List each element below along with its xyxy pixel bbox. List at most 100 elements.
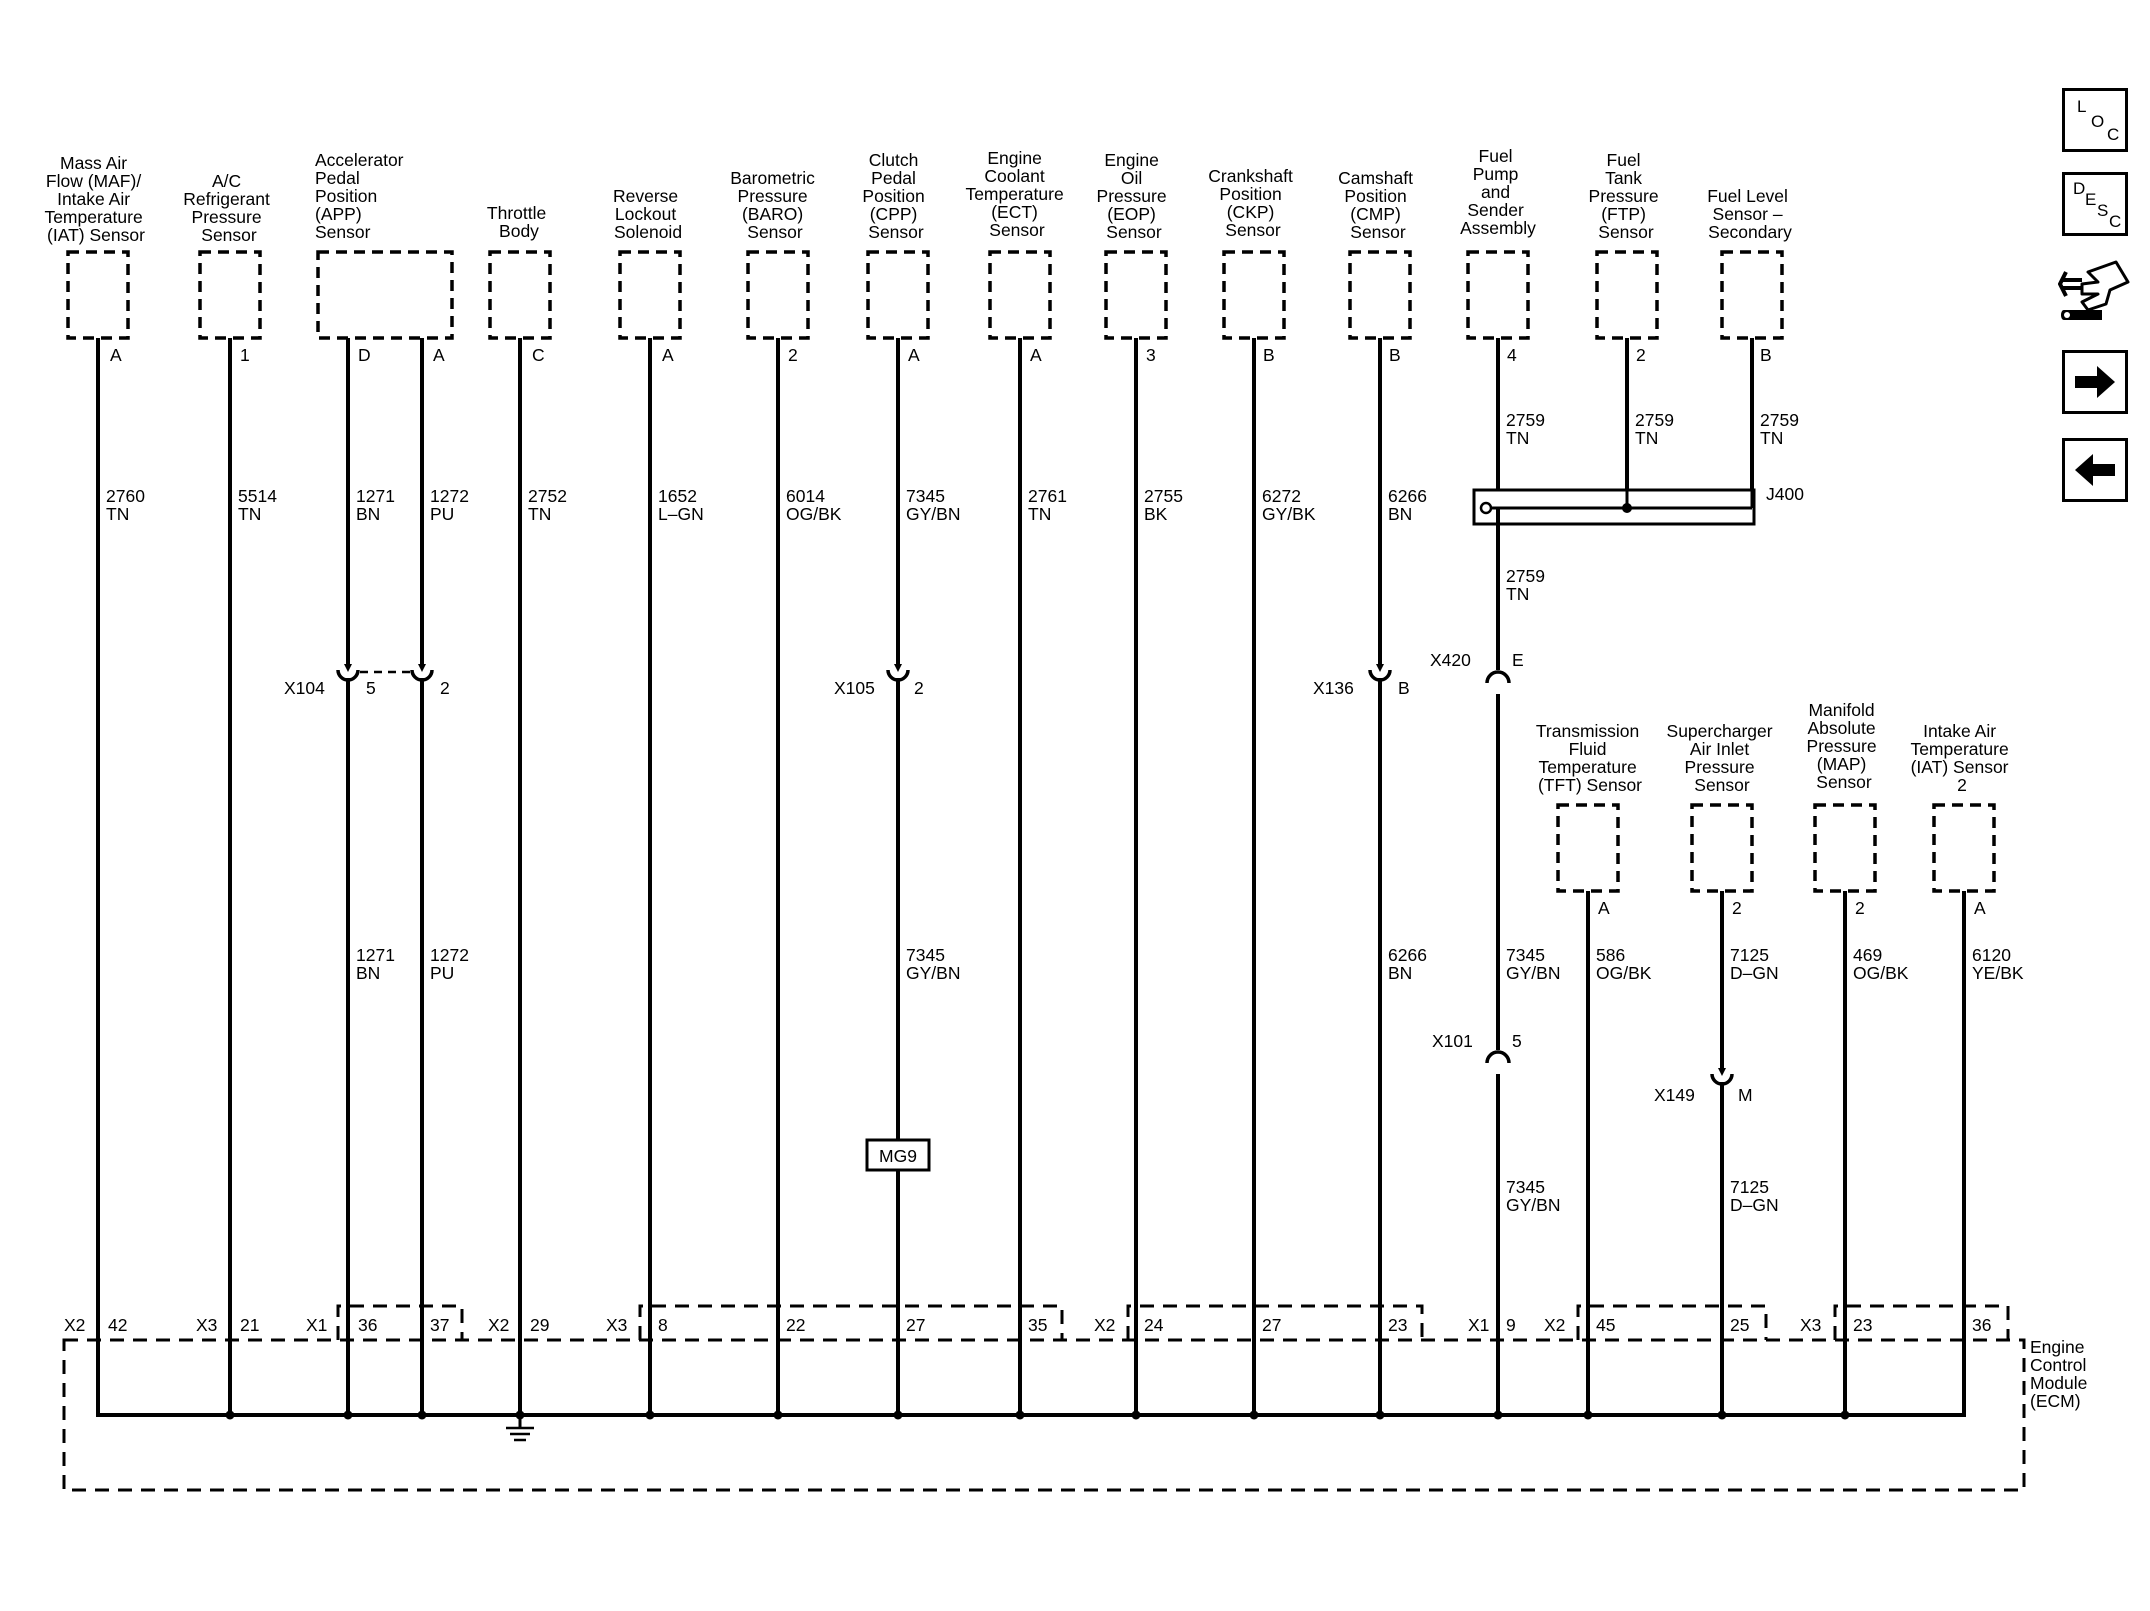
ac-label: A/C Refrigerant Pressure Sensor (183, 171, 274, 245)
reverse-label: Reverse Lockout Solenoid (613, 186, 683, 242)
baro-pin: 2 (788, 345, 798, 365)
ftp-label: Fuel Tank Pressure (FTP) Sensor (1589, 150, 1664, 242)
x149-label: X149 (1654, 1085, 1695, 1105)
description-button[interactable]: D E S C (2062, 172, 2128, 236)
ecm-pin-6: 8 (658, 1315, 668, 1335)
throttle-label: Throttle Body (487, 203, 551, 241)
ecm-module-box (62, 1338, 2026, 1492)
ecm-connector-brackets (336, 1304, 2010, 1340)
component-hand-wrench-icon[interactable] (2057, 258, 2132, 334)
x101-gap (1490, 1050, 1506, 1074)
fuelpump-label: Fuel Pump and Sender Assembly (1460, 146, 1536, 238)
ecm-pin-3: 36 (358, 1315, 377, 1335)
supercharger-sensor-box (1690, 803, 1754, 893)
x101-female (1485, 1050, 1511, 1064)
maf-pin: A (110, 345, 122, 365)
ckp-pin: B (1263, 345, 1275, 365)
ecm-dot (225, 1410, 235, 1420)
app-pin-d: D (358, 345, 371, 365)
supercharger-pin: 2 (1732, 898, 1742, 918)
x420-pin: E (1512, 650, 1524, 670)
app-sensor-box (316, 250, 454, 340)
loc-letter-c: C (2107, 125, 2120, 144)
ecm-connector-names: X2 X3 X1 X2 X3 X2 X1 X2 X3 (64, 1315, 1821, 1335)
cmp-sensor-box (1348, 250, 1412, 340)
x101-label: X101 (1432, 1031, 1473, 1051)
ecm-pin-numbers: 42 21 36 37 29 8 22 27 35 24 27 23 9 45 … (108, 1315, 1991, 1335)
cpp-sensor-box (866, 250, 930, 340)
loc-letter-l: L (2077, 97, 2087, 116)
x136-male (1376, 664, 1384, 672)
previous-page-button[interactable] (2062, 438, 2128, 502)
ecm-dot (1375, 1410, 1385, 1420)
ecm-conn-x1-1: X1 (306, 1315, 327, 1335)
ecm-pin-16: 23 (1853, 1315, 1872, 1335)
next-page-button[interactable] (2062, 350, 2128, 414)
eop-label: Engine Oil Pressure (EOP) Sensor (1097, 150, 1172, 242)
x104-label: X104 (284, 678, 325, 698)
wires (96, 338, 1966, 1417)
ecm-pin-9: 35 (1028, 1315, 1047, 1335)
x105-label: X105 (834, 678, 875, 698)
ect-pin: A (1030, 345, 1042, 365)
eop-sensor-box (1104, 250, 1168, 340)
reverse-solenoid-box (618, 250, 682, 340)
desc-letter-d: D (2073, 179, 2086, 198)
ecm-dot (773, 1410, 783, 1420)
x136-female (1368, 669, 1392, 682)
x104-male-2 (418, 664, 426, 672)
fuellevel-pin: B (1760, 345, 1772, 365)
ecm-conn-x1-2: X1 (1468, 1315, 1489, 1335)
ecm-pin-12: 23 (1388, 1315, 1407, 1335)
x104-male-1 (344, 664, 352, 672)
ecm-pin-2: 21 (240, 1315, 259, 1335)
ect-label: Engine Coolant Temperature (ECT) Sensor (965, 148, 1068, 240)
ecm-pin-17: 36 (1972, 1315, 1991, 1335)
ftp-sensor-box (1595, 250, 1659, 340)
ecm-pin-1: 42 (108, 1315, 127, 1335)
arrow-left-icon (2075, 454, 2115, 486)
x420-gap (1490, 670, 1506, 694)
ckp-label: Crankshaft Position (CKP) Sensor (1208, 166, 1298, 240)
ecm-dot (1583, 1410, 1593, 1420)
x104-female-2 (410, 669, 434, 682)
maf-sensor-box (66, 250, 130, 340)
x420-label: X420 (1430, 650, 1471, 670)
tft-label: Transmission Fluid Temperature (TFT) Sen… (1536, 721, 1644, 795)
app-label: Accelerator Pedal Position (APP) Sensor (315, 150, 408, 242)
supercharger-label: Supercharger Air Inlet Pressure Sensor (1667, 721, 1778, 795)
arrow-right-icon (2075, 366, 2115, 398)
ecm-pin-8: 27 (906, 1315, 925, 1335)
ecm-pin-4: 37 (430, 1315, 449, 1335)
ecm-pin-13: 9 (1506, 1315, 1516, 1335)
ect-sensor-box (988, 250, 1052, 340)
ac-sensor-box (198, 250, 262, 340)
j400-node-pump (1479, 501, 1493, 515)
ecm-dot (1131, 1410, 1141, 1420)
throttle-pin: C (532, 345, 545, 365)
ecm-conn-x2-2: X2 (488, 1315, 509, 1335)
ecm-dot (417, 1410, 427, 1420)
fuel-level-sensor-box (1720, 250, 1784, 340)
location-button[interactable]: L O C (2062, 88, 2128, 152)
x149-female (1710, 1073, 1734, 1086)
iat2-sensor-box (1932, 803, 1996, 893)
desc-letter-c: C (2109, 212, 2122, 231)
ecm-dot (893, 1410, 903, 1420)
ecm-conn-x3-2: X3 (606, 1315, 627, 1335)
